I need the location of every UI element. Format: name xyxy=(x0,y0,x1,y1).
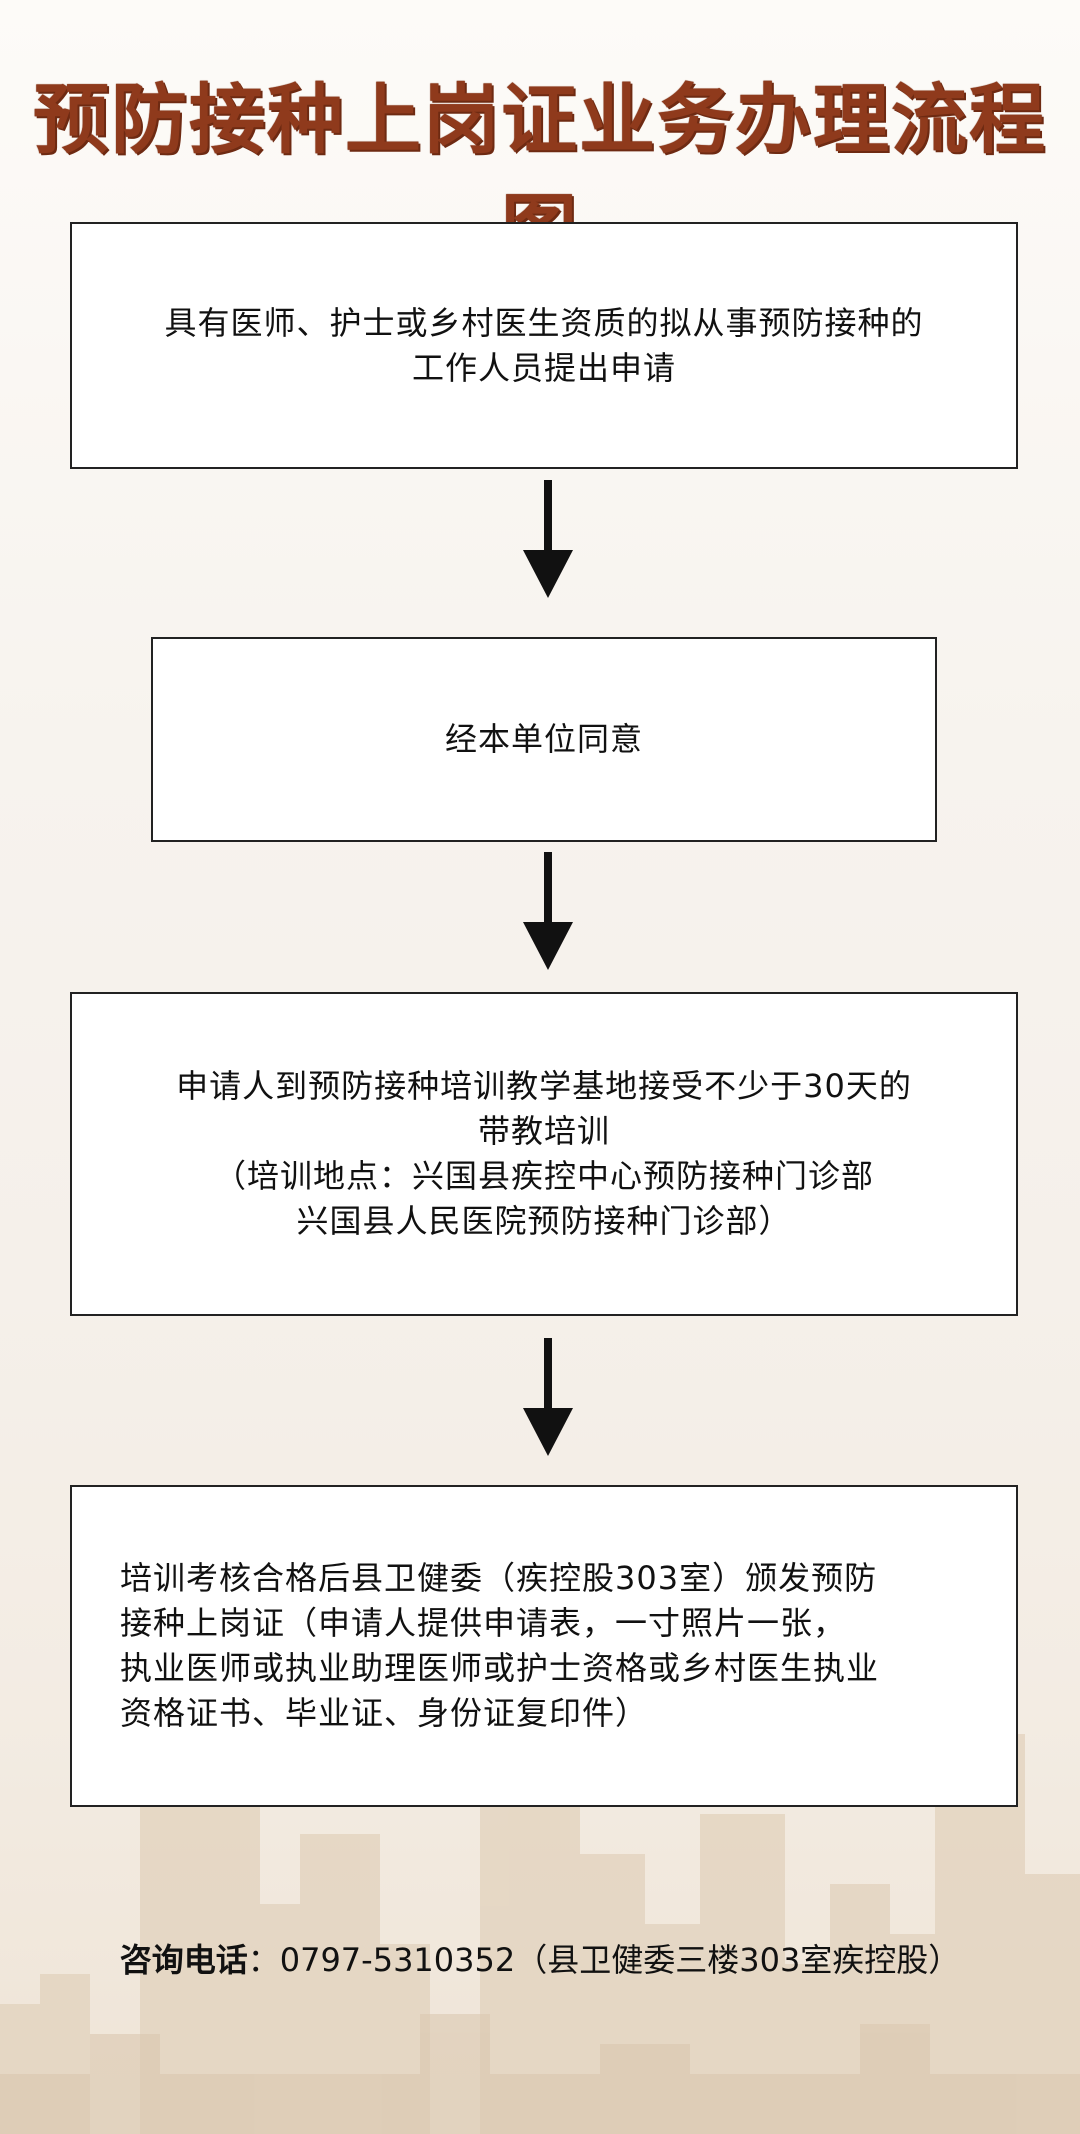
down-arrow-2 xyxy=(523,852,573,970)
step-2-line-1: 经本单位同意 xyxy=(444,720,643,758)
step-1-line-2: 工作人员提出申请 xyxy=(411,348,676,387)
step-4-line-4: 资格证书、毕业证、身份证复印件） xyxy=(120,1694,649,1732)
flow-step-4: 培训考核合格后县卫健委（疾控股303室）颁发预防 接种上岗证（申请人提供申请表，… xyxy=(70,1485,1018,1807)
step-3-line-4: 兴国县人民医院预防接种门诊部） xyxy=(296,1202,792,1240)
step-4-line-3: 执业医师或执业助理医师或护士资格或乡村医生执业 xyxy=(120,1649,880,1687)
step-3-line-2: 带教培训 xyxy=(477,1112,610,1150)
contact-info: 咨询电话：0797-5310352（县卫健委三楼303室疾控股） xyxy=(0,1935,1080,1981)
contact-label: 咨询电话 xyxy=(119,1941,248,1979)
step-3-line-1: 申请人到预防接种培训教学基地接受不少于30天的 xyxy=(176,1067,912,1105)
flow-step-2: 经本单位同意 xyxy=(151,637,937,842)
step-1-line-1: 具有医师、护士或乡村医生资质的拟从事预防接种的 xyxy=(164,303,924,342)
step-3-line-3: （培训地点：兴国县疾控中心预防接种门诊部 xyxy=(213,1157,874,1195)
down-arrow-1 xyxy=(523,480,573,598)
down-arrow-3 xyxy=(523,1338,573,1456)
skyline-background xyxy=(0,1714,1080,2134)
flow-step-1: 具有医师、护士或乡村医生资质的拟从事预防接种的 工作人员提出申请 xyxy=(70,222,1018,469)
step-4-line-1: 培训考核合格后县卫健委（疾控股303室）颁发预防 xyxy=(120,1559,878,1597)
contact-separator: ： xyxy=(247,1941,280,1979)
step-4-line-2: 接种上岗证（申请人提供申请表，一寸照片一张， xyxy=(120,1604,847,1642)
flow-step-3: 申请人到预防接种培训教学基地接受不少于30天的 带教培训 （培训地点：兴国县疾控… xyxy=(70,992,1018,1316)
contact-phone: 0797-5310352（县卫健委三楼303室疾控股） xyxy=(279,1941,961,1979)
